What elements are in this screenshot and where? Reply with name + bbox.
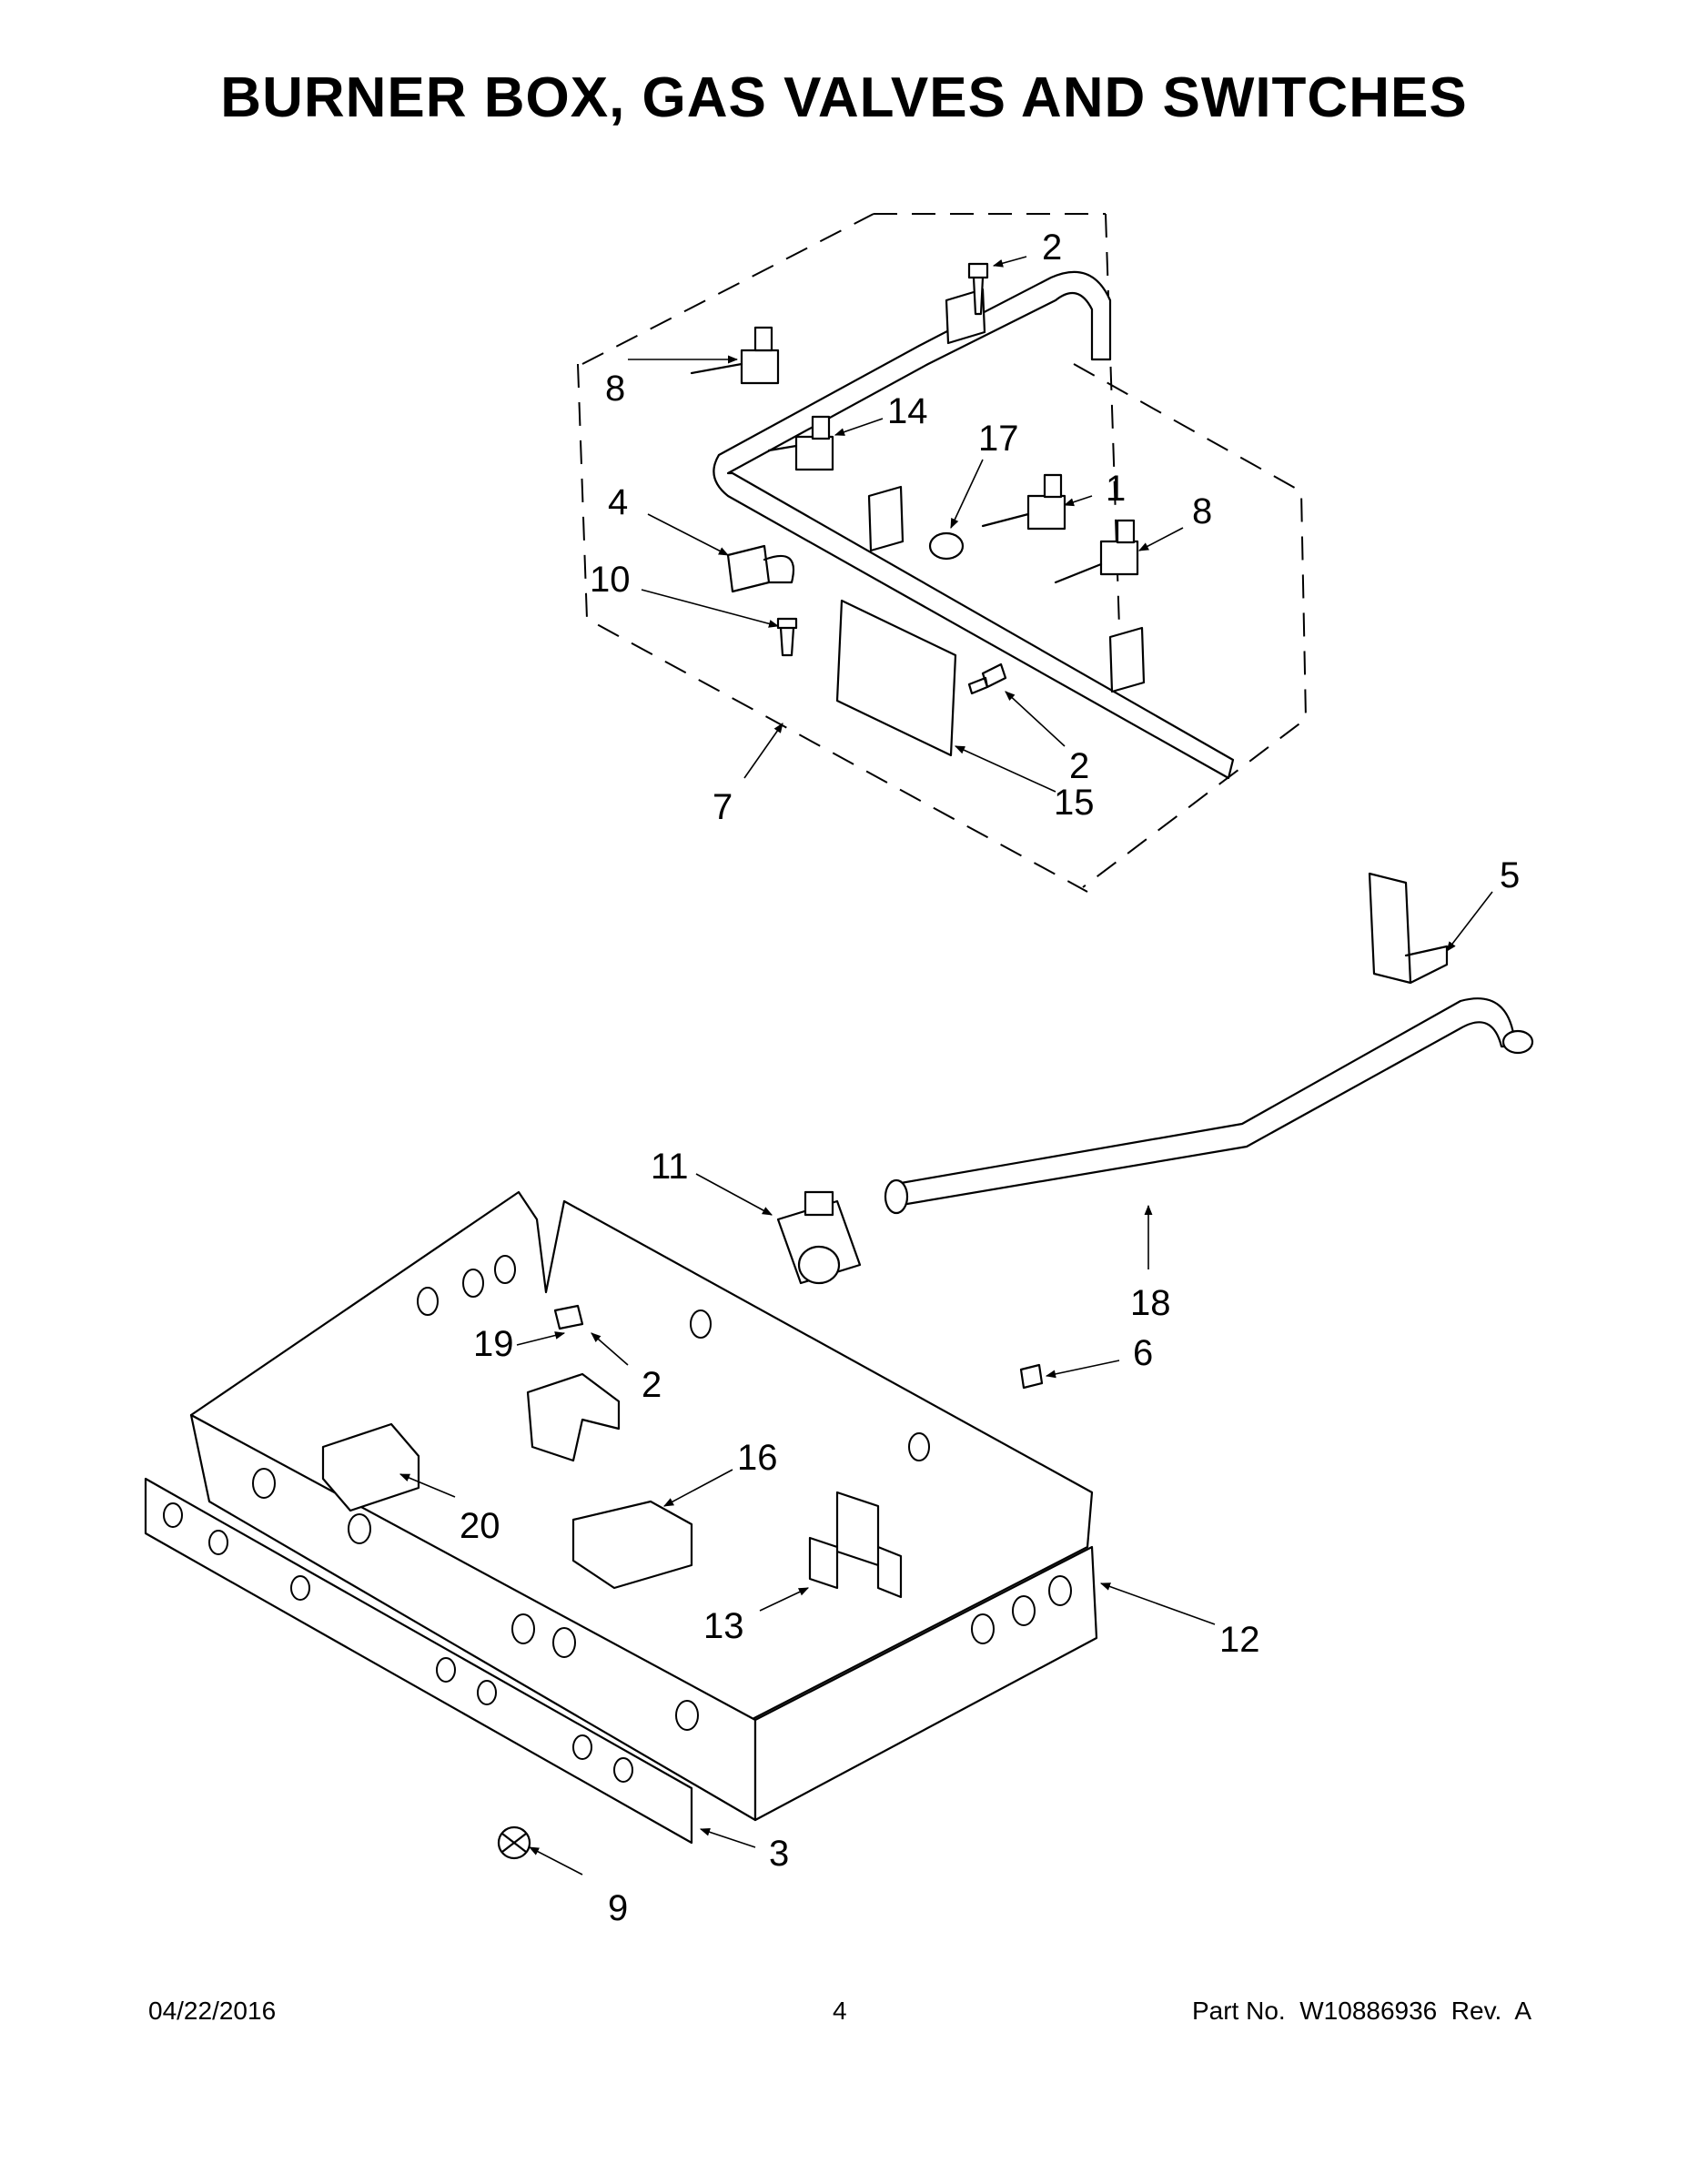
gas-valve	[1054, 519, 1139, 584]
burner-box-assembly	[144, 872, 1534, 1860]
callout-labels: 2 8 14 17 1 8 4 10 2 15 7 5 11 18 19 2 6…	[460, 228, 1520, 1928]
callout-label: 2	[1069, 746, 1089, 786]
callout-label: 11	[651, 1147, 689, 1187]
washer	[928, 531, 965, 561]
bracket	[1108, 626, 1146, 693]
callout-label: 3	[769, 1834, 789, 1874]
assembly-boundary	[577, 213, 1308, 893]
callout-label: 2	[642, 1365, 662, 1405]
callout-label: 2	[1042, 228, 1062, 268]
footer-page-number: 4	[833, 1997, 847, 2025]
ignition-switch-block	[321, 1422, 420, 1512]
callout-label: 1	[1106, 469, 1126, 509]
bracket	[867, 485, 905, 552]
callout-label: 13	[703, 1606, 744, 1646]
inner-bracket	[526, 1372, 621, 1462]
upper-manifold-assembly	[577, 213, 1308, 893]
callout-label: 10	[590, 560, 631, 600]
callout-label: 16	[737, 1438, 778, 1478]
callout-label: 8	[605, 369, 625, 409]
callout-label: 17	[978, 419, 1019, 459]
pipe-bracket	[1368, 872, 1449, 985]
callout-label: 5	[1500, 855, 1520, 895]
footer-date: 04/22/2016	[148, 1997, 277, 2025]
leader-lines	[399, 256, 1493, 1876]
manifold-pipe	[713, 270, 1235, 780]
callout-label: 20	[460, 1506, 500, 1546]
callout-label: 19	[473, 1324, 514, 1364]
switch-plate	[835, 599, 957, 757]
front-panel	[144, 1477, 693, 1845]
footer-part-number: Part No. W10886936 Rev. A	[1191, 1997, 1531, 2025]
callout-label: 7	[713, 787, 733, 827]
gas-supply-pipe	[895, 997, 1517, 1208]
screw	[553, 1304, 584, 1330]
callout-label: 8	[1192, 491, 1212, 531]
page-title: BURNER BOX, GAS VALVES AND SWITCHES	[220, 66, 1468, 129]
screw	[967, 262, 989, 316]
screw	[967, 662, 1007, 695]
callout-label: 15	[1054, 783, 1095, 823]
callout-label: 12	[1219, 1620, 1260, 1660]
callout-label: 9	[608, 1888, 628, 1928]
callout-label: 6	[1133, 1333, 1153, 1373]
callout-label: 18	[1130, 1283, 1171, 1323]
clip	[726, 544, 795, 593]
burner-box	[189, 1190, 1094, 1722]
switch-cover	[571, 1500, 693, 1590]
screw	[776, 617, 798, 657]
gas-fitting	[1019, 1363, 1044, 1390]
gas-valve	[690, 326, 780, 385]
callout-label: 4	[608, 482, 628, 522]
gas-valve	[767, 415, 834, 471]
gas-valve	[981, 473, 1066, 531]
callout-label: 14	[887, 391, 928, 431]
switch-bracket	[808, 1491, 903, 1599]
